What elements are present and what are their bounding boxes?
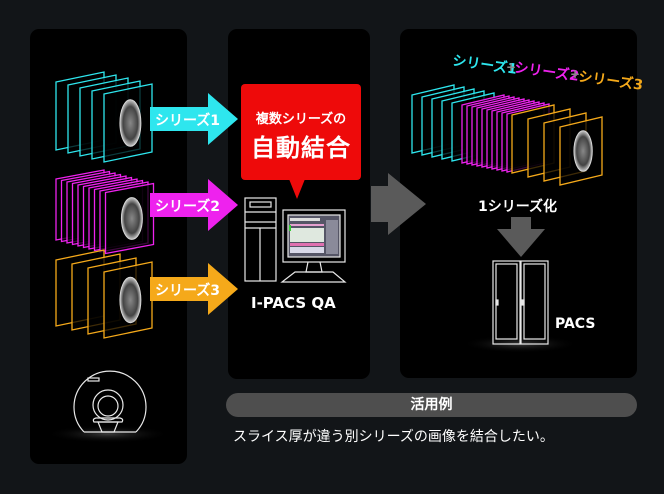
merged-result-panel [400, 29, 637, 378]
series1-label: シリーズ1 [155, 113, 221, 129]
series3-arrow [150, 263, 238, 315]
ct-slice-image [119, 276, 142, 324]
series2-label: シリーズ2 [155, 199, 221, 215]
callout-subtitle: 複数シリーズの [255, 112, 347, 127]
merged-header-plus-2: + [570, 67, 581, 81]
series2-image-stack [55, 169, 155, 255]
pacs-label: PACS [555, 316, 596, 332]
server-rack-icon [462, 260, 578, 353]
workstation-icon [244, 197, 347, 283]
merged-image-stack [411, 84, 603, 186]
auto-merge-callout: 複数シリーズの 自動結合 [241, 84, 361, 180]
ct-scanner-icon [46, 370, 170, 443]
series3-image-stack [55, 249, 153, 339]
callout-pointer [289, 179, 305, 199]
ct-slice-image [120, 197, 143, 240]
use-case-heading: 活用例 [226, 393, 637, 417]
use-case-description: スライス厚が違う別シリーズの画像を結合したい。 [233, 429, 554, 445]
series1-image-stack [55, 71, 153, 163]
merged-label: 1シリーズ化 [478, 199, 558, 215]
series1-arrow [150, 93, 238, 145]
ct-slice-image [119, 99, 142, 147]
down-arrow [497, 217, 545, 257]
callout-title: 自動結合 [251, 134, 351, 162]
series3-label: シリーズ3 [155, 283, 221, 299]
merged-header-plus-1: + [506, 60, 517, 74]
process-flow-arrow [371, 173, 426, 235]
series2-arrow [150, 179, 238, 231]
processor-name: I-PACS QA [251, 294, 336, 312]
ct-slice-image [573, 130, 593, 172]
